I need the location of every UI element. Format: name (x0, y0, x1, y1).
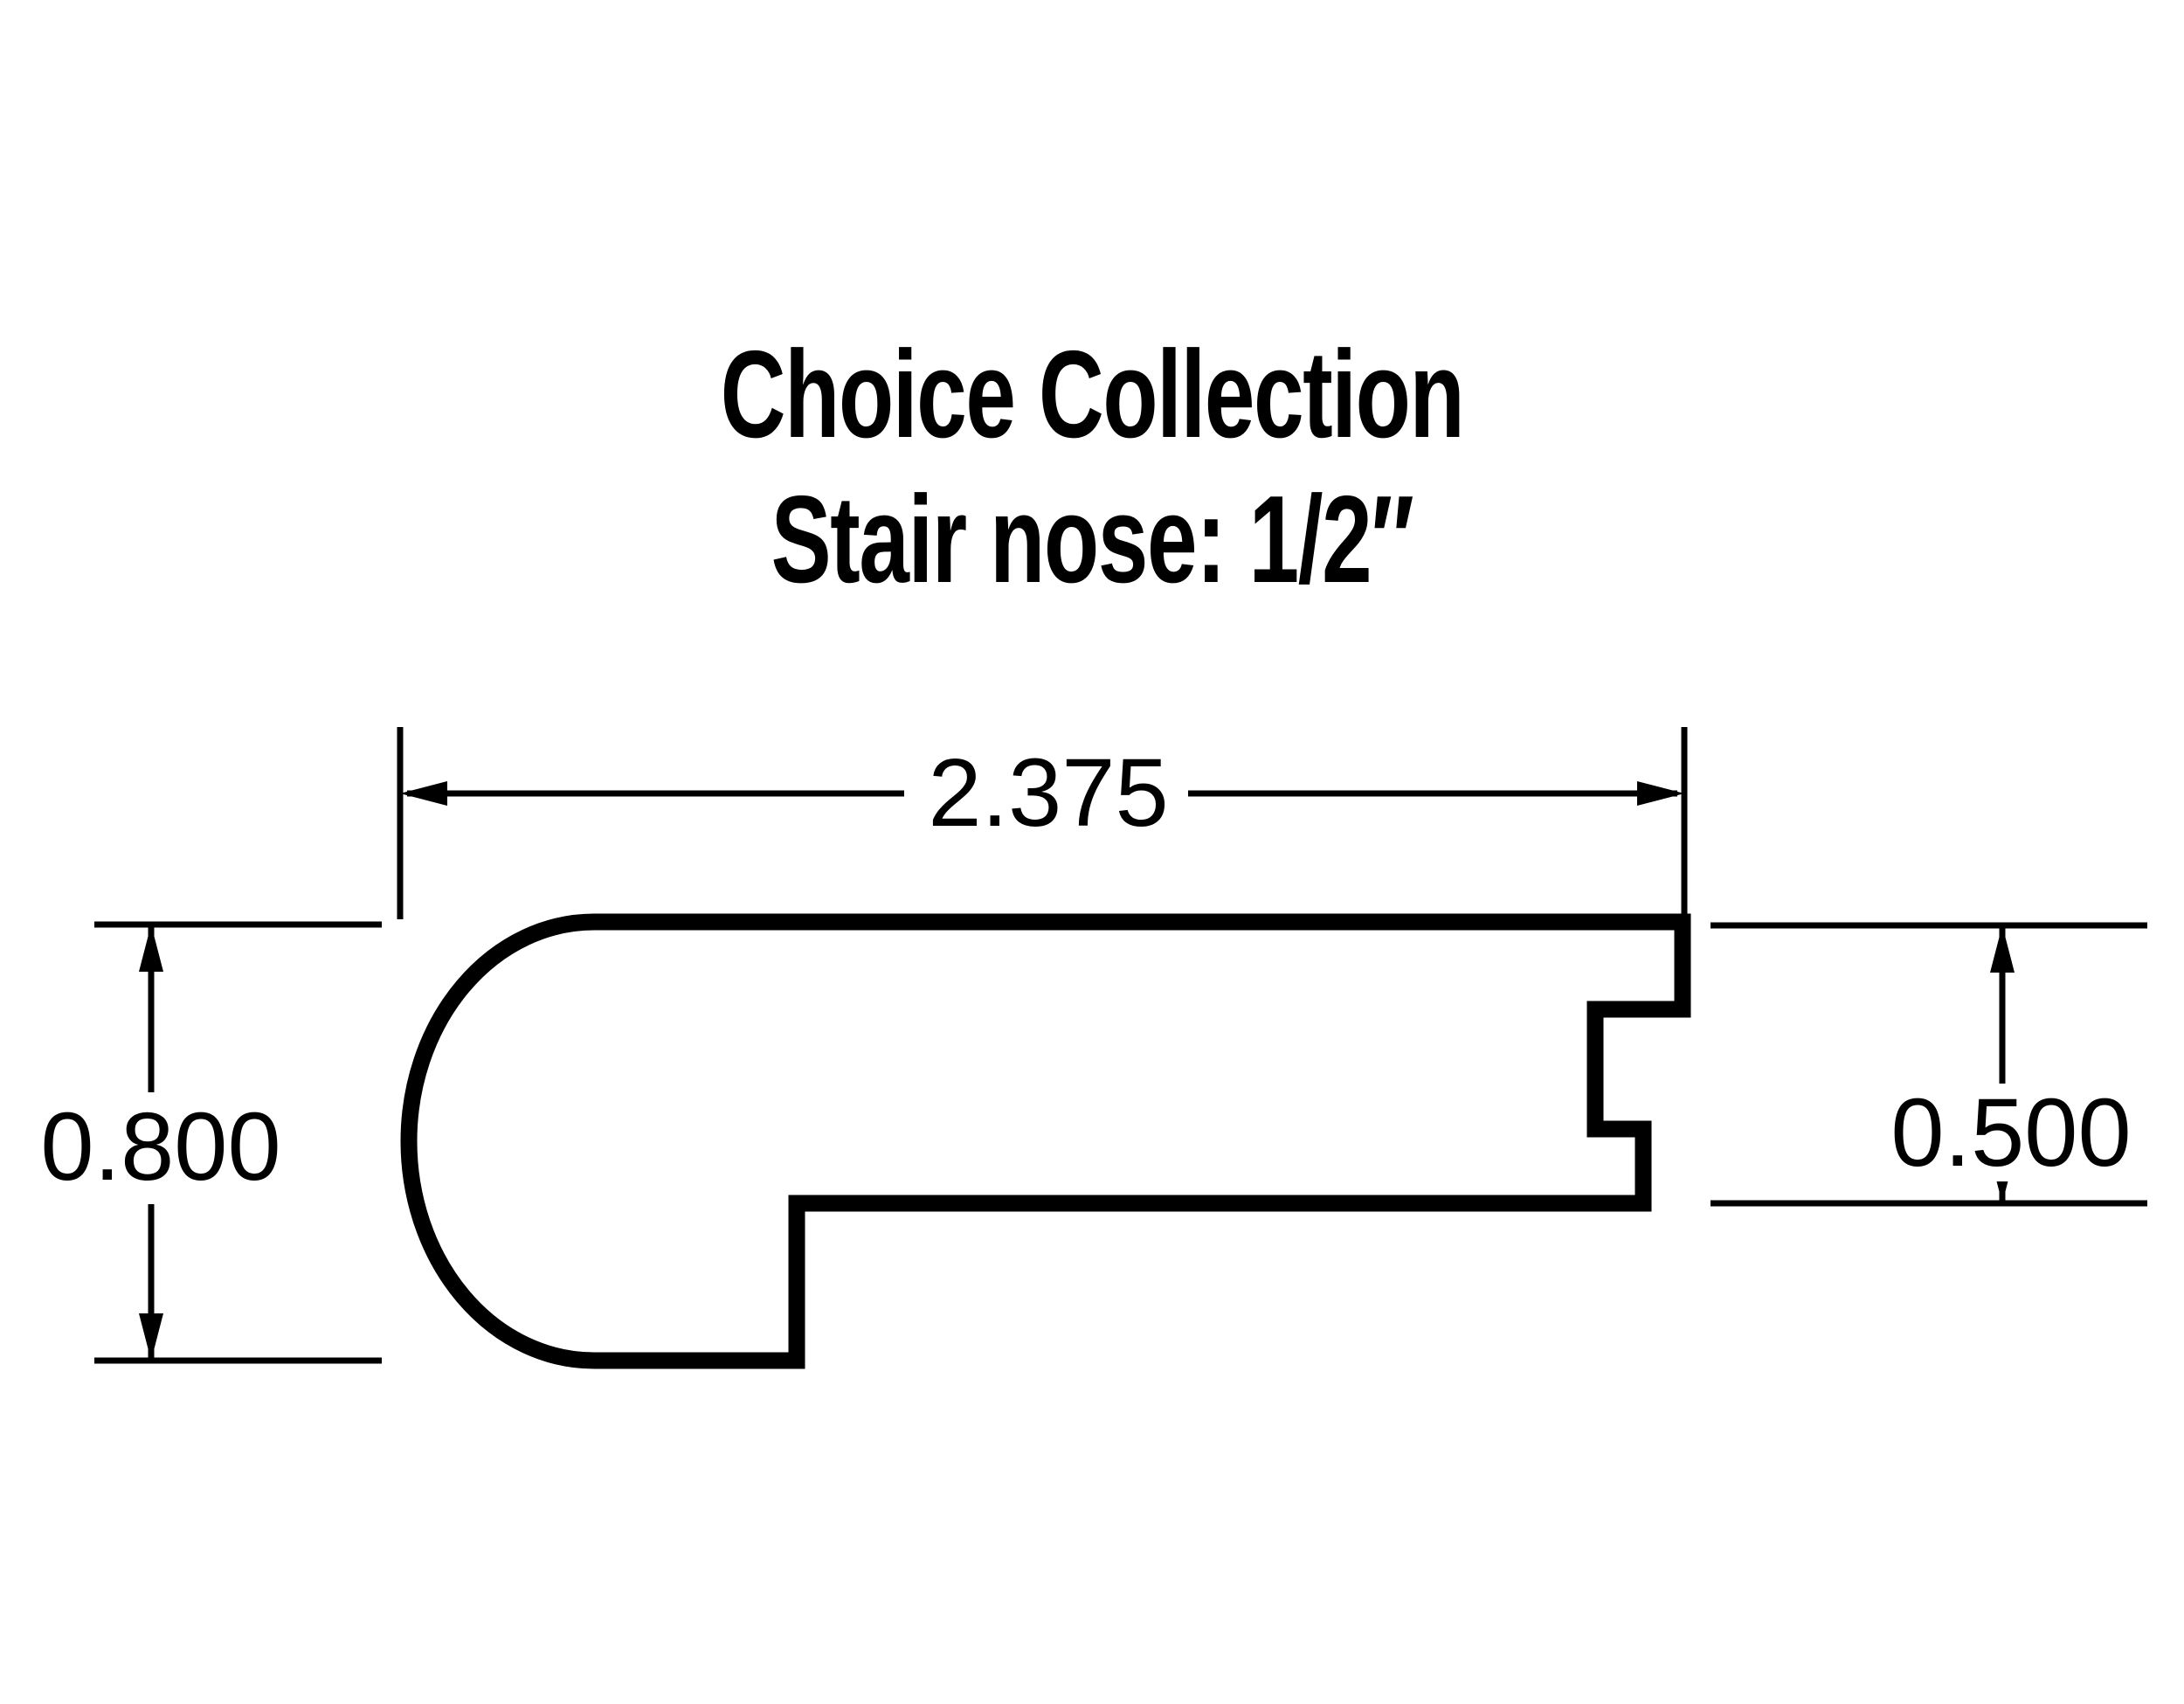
stair-nose-profile-outline (400, 913, 1691, 1369)
flooring-thickness-dimension-value: 0.500 (1885, 1085, 2137, 1181)
overall-thickness-dimension (94, 921, 382, 1364)
width-arrowhead-right-icon (1637, 781, 1684, 806)
overall-arrowhead-up-icon (139, 925, 163, 972)
overall-thickness-dimension-value: 0.800 (35, 1099, 287, 1195)
width-dimension-value: 2.375 (923, 745, 1174, 842)
overall-arrowhead-down-icon (139, 1313, 163, 1361)
width-arrowhead-left-icon (400, 781, 447, 806)
title-line-collection: Choice Collection (720, 325, 1465, 464)
title-line-stair-nose: Stair nose: 1/2″ (771, 470, 1414, 609)
width-dimension (397, 727, 1688, 919)
flooring-arrowhead-up-icon (1990, 925, 2015, 973)
